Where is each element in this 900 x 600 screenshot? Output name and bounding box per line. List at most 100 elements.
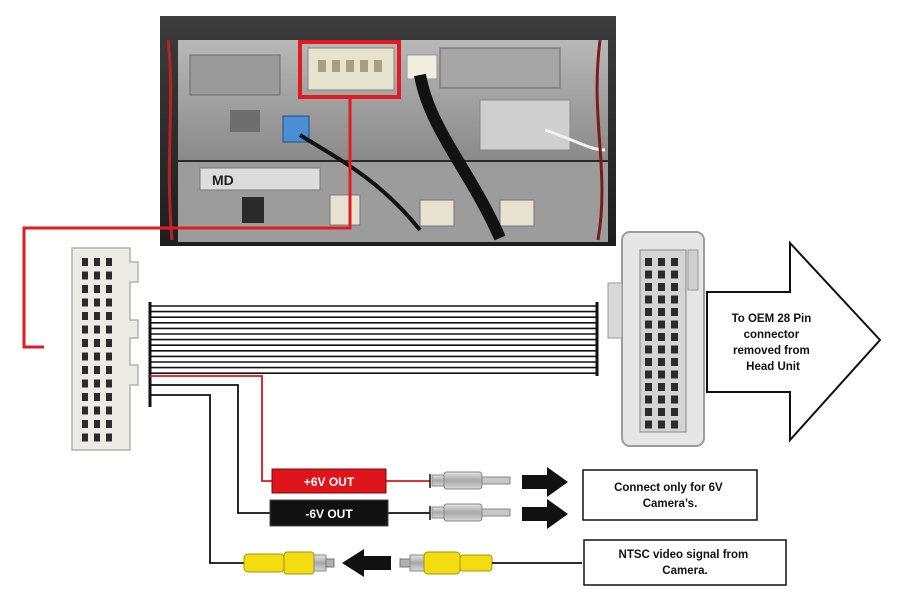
oem-connector-pin: [645, 358, 652, 366]
oem-connector-pin: [645, 295, 652, 304]
oem-connector-pin: [671, 345, 678, 354]
oem-connector-pin: [658, 333, 665, 341]
left-connector-pin: [106, 406, 112, 415]
oem-connector-pin: [645, 408, 652, 416]
unit-label: MD: [212, 172, 234, 188]
oem-connector-pin: [645, 283, 652, 291]
camera-note-box: Connect only for 6V Camera’s.: [582, 469, 758, 521]
left-connector-pin: [106, 339, 112, 347]
oem-connector-pin: [658, 295, 665, 304]
video-note-line1: NTSC video signal from: [619, 549, 749, 561]
oem-connector-pin: [658, 383, 665, 391]
oem-connector-pin: [658, 408, 665, 416]
left-connector-pin: [106, 433, 112, 442]
arrow-label-line4: Head Unit: [746, 361, 800, 373]
oem-connector-pin: [645, 308, 652, 316]
left-connector-pin: [94, 339, 100, 347]
oem-connector-pin: [645, 383, 652, 391]
left-connector-pin: [94, 406, 100, 415]
oem-connector-pin: [658, 320, 665, 329]
svg-text:To OEM 28 Pin connector: To OEM 28 Pin connector removed from Hea…: [732, 313, 815, 373]
left-connector-pin: [82, 393, 88, 401]
arrow-video-direction: [342, 549, 391, 577]
oem-connector-pin: [671, 420, 678, 429]
arrow-to-note-lower: [522, 499, 568, 529]
left-connector-pin: [94, 352, 100, 361]
oem-connector-pin: [658, 370, 665, 379]
svg-text:NTSC video signal from: NTSC video signal from Camera.: [619, 549, 752, 577]
oem-connector-pin: [645, 395, 652, 404]
left-connector-pin: [106, 420, 112, 428]
arrow-label-line1: To OEM 28 Pin: [732, 313, 812, 325]
left-connector-pin: [82, 339, 88, 347]
arrow-to-note-upper: [522, 467, 568, 497]
oem-connector-pin: [671, 258, 678, 266]
oem-connector-pin: [658, 308, 665, 316]
left-connector-pin: [82, 379, 88, 388]
oem-connector-pin: [645, 320, 652, 329]
left-connector-pin: [94, 258, 100, 266]
oem-connector-pin: [671, 358, 678, 366]
oem-connector-pin: [645, 258, 652, 266]
pos-6v-label: +6V OUT: [271, 468, 387, 494]
bullet-plug-positive: [429, 471, 511, 490]
neg-6v-text: -6V OUT: [305, 507, 353, 521]
left-connector-pin: [106, 285, 112, 293]
left-connector-pin: [94, 366, 100, 374]
camera-note-line1: Connect only for 6V: [614, 482, 723, 494]
neg-6v-label: -6V OUT: [269, 499, 389, 527]
video-note-box: NTSC video signal from Camera.: [583, 539, 787, 586]
left-connector-pin: [82, 258, 88, 266]
oem-connector-arrow: To OEM 28 Pin connector removed from Hea…: [706, 240, 882, 443]
red-wire: [150, 375, 272, 482]
oem-connector-pin: [671, 308, 678, 316]
left-connector-pin: [94, 393, 100, 401]
oem-connector-pin: [671, 383, 678, 391]
left-connector-pin: [94, 325, 100, 334]
oem-connector-pin: [658, 358, 665, 366]
oem-connector-pin: [645, 333, 652, 341]
head-unit-photo: MD: [160, 16, 616, 246]
oem-connector-pin: [645, 420, 652, 429]
oem-connector-pin: [671, 333, 678, 341]
left-connector-pin: [82, 285, 88, 293]
oem-connector-pin: [645, 270, 652, 279]
oem-connector-pin: [658, 258, 665, 266]
oem-connector-pin: [658, 395, 665, 404]
bullet-plug-negative: [429, 503, 511, 522]
left-connector-pin: [106, 298, 112, 307]
video-wire: [150, 394, 244, 564]
left-connector-pin: [106, 325, 112, 334]
left-connector-pin: [82, 352, 88, 361]
left-connector-pin: [106, 271, 112, 280]
oem-connector-pin: [645, 345, 652, 354]
oem-connector-pin: [671, 283, 678, 291]
oem-connector-pin: [658, 270, 665, 279]
left-connector-pin: [82, 271, 88, 280]
left-harness-connector: [71, 247, 139, 451]
rca-male-connector: [399, 551, 582, 575]
left-connector-pin: [94, 271, 100, 280]
left-connector-pin: [94, 298, 100, 307]
black-wire-neg: [150, 384, 270, 514]
arrow-label-line3: removed from: [733, 345, 810, 357]
left-connector-pin: [106, 366, 112, 374]
left-connector-pin: [82, 325, 88, 334]
camera-note-line2: Camera’s.: [643, 498, 698, 510]
arrow-label-line2: connector: [744, 329, 800, 341]
left-connector-pin: [106, 379, 112, 388]
left-connector-pin: [106, 352, 112, 361]
pos-6v-text: +6V OUT: [304, 475, 355, 489]
left-connector-pin: [94, 312, 100, 320]
left-connector-pin: [94, 420, 100, 428]
left-connector-pin: [94, 379, 100, 388]
oem-connector-pin: [671, 270, 678, 279]
left-connector-pin: [82, 312, 88, 320]
left-connector-pin: [82, 420, 88, 428]
left-connector-pin: [82, 366, 88, 374]
oem-connector-pin: [658, 345, 665, 354]
left-connector-pin: [94, 285, 100, 293]
oem-connector-pin: [671, 370, 678, 379]
video-note-line2: Camera.: [662, 565, 707, 577]
